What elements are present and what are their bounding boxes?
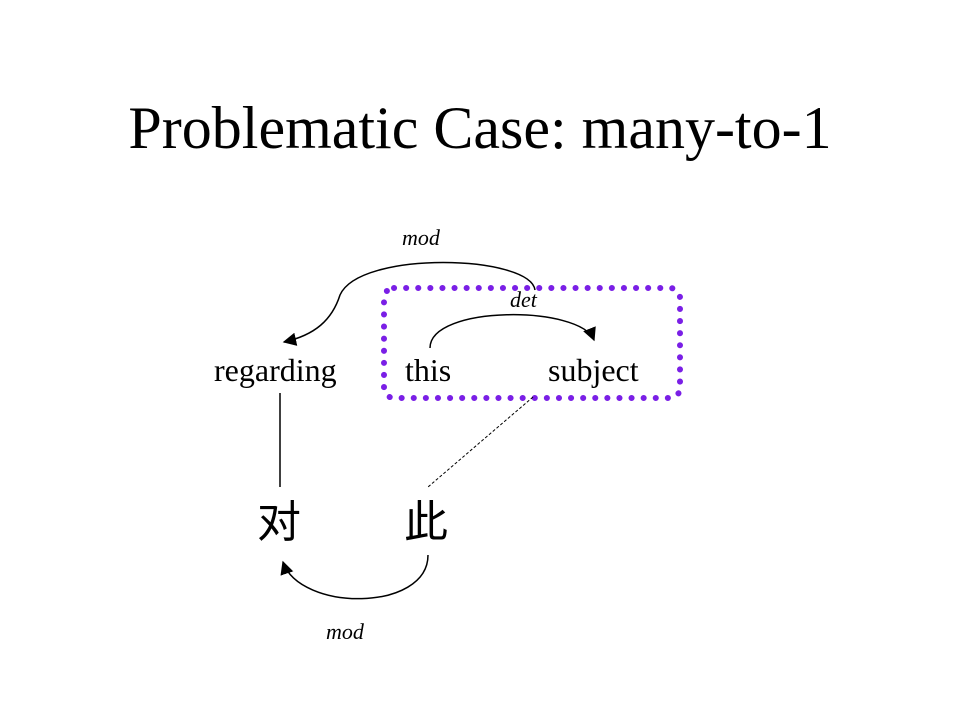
arc-mod-chinese xyxy=(280,554,429,600)
word-dui: 对 xyxy=(257,497,301,548)
arc-label-det: det xyxy=(510,287,537,312)
word-this: this xyxy=(405,352,452,388)
word-ci: 此 xyxy=(404,497,448,548)
slide-title: Problematic Case: many-to-1 xyxy=(128,95,832,161)
arc-det-english xyxy=(429,314,596,349)
arc-mod-english xyxy=(282,261,536,346)
word-regarding: regarding xyxy=(214,352,337,388)
alignment-link-subject xyxy=(427,396,534,488)
word-subject: subject xyxy=(548,352,639,388)
arc-label-mod-chinese: mod xyxy=(326,619,364,644)
arc-label-mod-english: mod xyxy=(402,225,440,250)
